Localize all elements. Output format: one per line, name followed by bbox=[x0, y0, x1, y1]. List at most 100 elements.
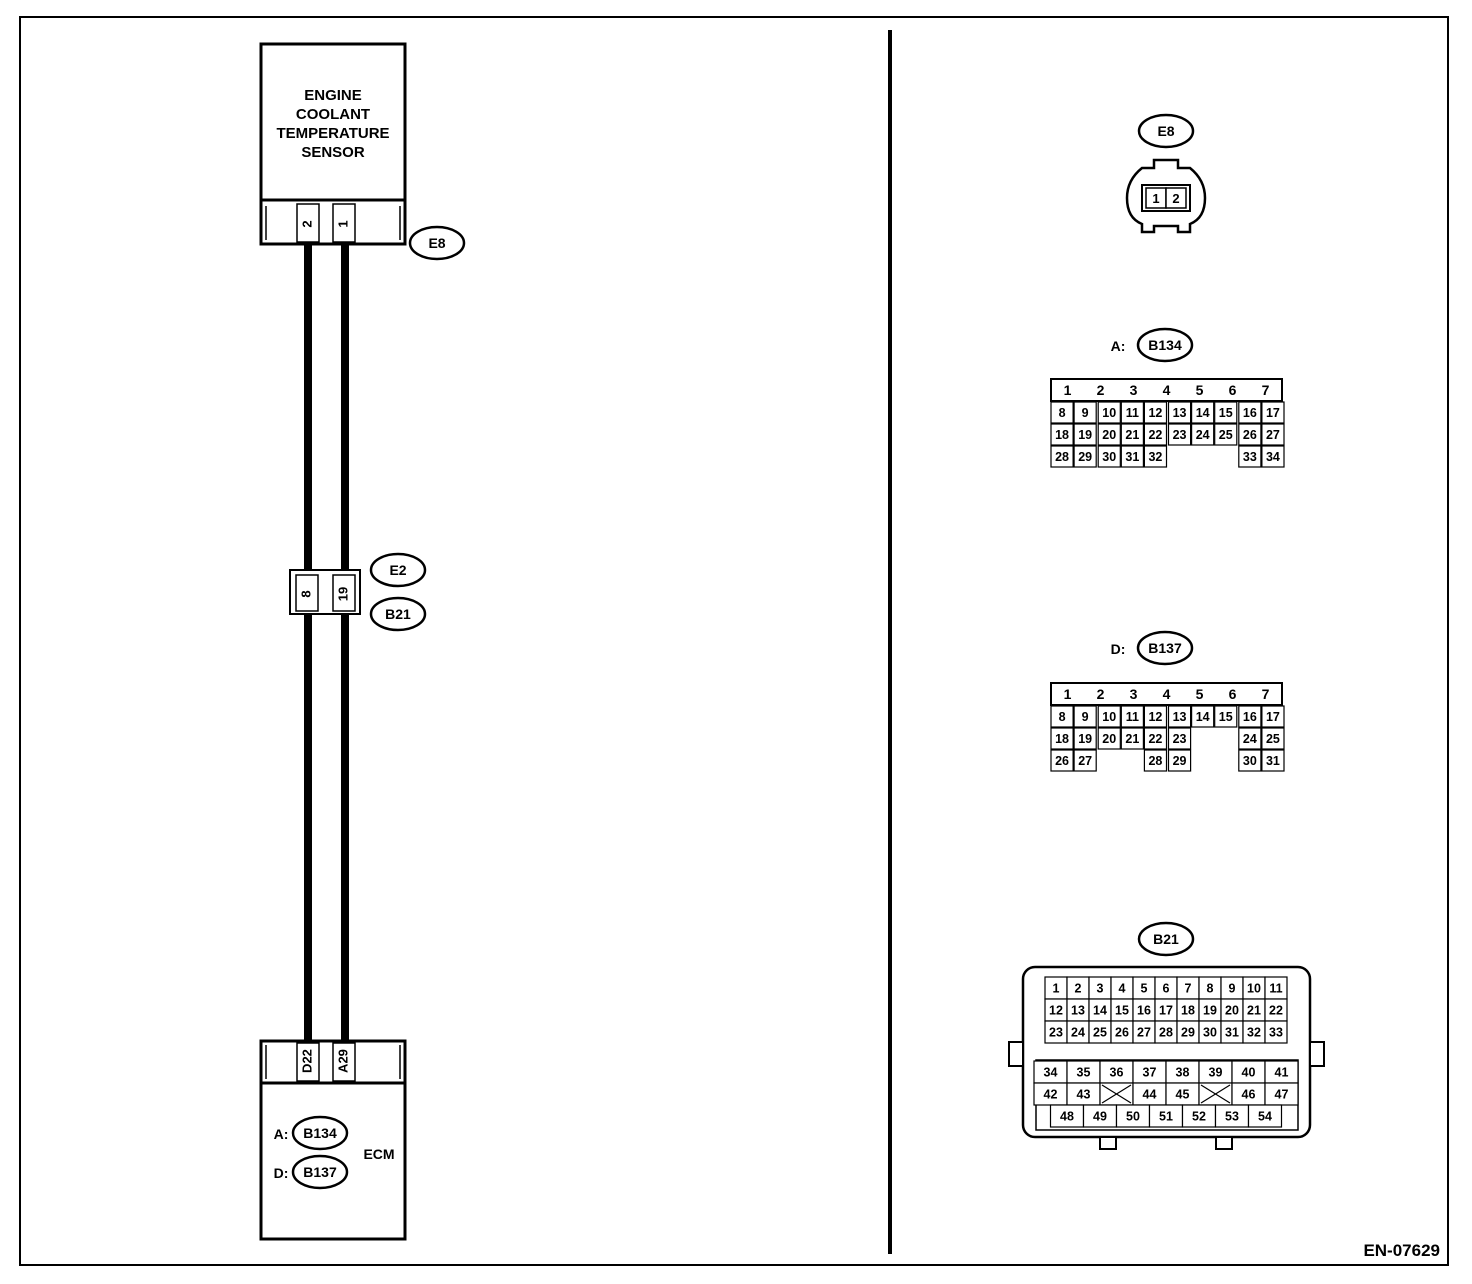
harness-wires bbox=[304, 244, 349, 1042]
pin-19: 19 bbox=[1078, 732, 1092, 746]
pin-46: 46 bbox=[1242, 1088, 1256, 1102]
sensor-pin-box-1 bbox=[332, 203, 356, 243]
pin-15-box bbox=[1214, 401, 1238, 424]
pin-11: 11 bbox=[1269, 982, 1282, 996]
pin-12-box bbox=[1143, 705, 1168, 728]
blocked-cavity-mark bbox=[1200, 1084, 1231, 1104]
ecm-pin-a29: A29 bbox=[335, 1049, 350, 1073]
pin-31: 31 bbox=[1266, 754, 1280, 768]
pin-45: 45 bbox=[1176, 1088, 1190, 1102]
blocked-cavity-mark bbox=[1101, 1084, 1132, 1104]
pin-8-box bbox=[1050, 705, 1074, 728]
sensor-pin-box-2 bbox=[296, 203, 320, 243]
pin-18-box bbox=[1050, 423, 1074, 446]
pin-27-box bbox=[1073, 749, 1097, 772]
pin-12: 12 bbox=[1148, 710, 1162, 724]
e8-view-tag bbox=[1137, 113, 1195, 149]
pin-20-box bbox=[1097, 423, 1121, 446]
pin-28: 28 bbox=[1148, 754, 1162, 768]
pin-1: 1 bbox=[1064, 382, 1072, 398]
pin-30: 30 bbox=[1203, 1026, 1217, 1040]
joint-pin-box-19 bbox=[332, 574, 356, 612]
pin-16: 16 bbox=[1243, 710, 1257, 724]
pin-22-box bbox=[1143, 727, 1168, 750]
pin-11-box bbox=[1120, 401, 1145, 424]
pin-7: 7 bbox=[1185, 982, 1192, 996]
pin-36: 36 bbox=[1110, 1066, 1124, 1080]
pin-31-box bbox=[1120, 445, 1145, 468]
pin-15: 15 bbox=[1219, 406, 1233, 420]
pin-25: 25 bbox=[1093, 1026, 1107, 1040]
pin-53: 53 bbox=[1225, 1110, 1239, 1124]
pin-21-box bbox=[1120, 727, 1145, 750]
ecm-prefix-a: A: bbox=[274, 1126, 289, 1142]
pin-12: 12 bbox=[1148, 406, 1162, 420]
pin-13-box bbox=[1167, 705, 1192, 728]
joint-pin-19: 19 bbox=[335, 587, 350, 601]
pin-11: 11 bbox=[1126, 710, 1139, 724]
wire-a29 bbox=[341, 614, 349, 1042]
pin-7: 7 bbox=[1262, 382, 1270, 398]
pin-10-box bbox=[1097, 401, 1121, 424]
pin-4: 4 bbox=[1163, 382, 1171, 398]
pin-38: 38 bbox=[1176, 1066, 1190, 1080]
pin-29: 29 bbox=[1173, 754, 1187, 768]
pin-29: 29 bbox=[1078, 450, 1092, 464]
pin-17-box bbox=[1261, 705, 1285, 728]
ecm-pin-box-a29 bbox=[332, 1042, 356, 1082]
pin-34: 34 bbox=[1266, 450, 1280, 464]
pin-25: 25 bbox=[1219, 428, 1233, 442]
pin-39: 39 bbox=[1209, 1066, 1223, 1080]
pin-32: 32 bbox=[1247, 1026, 1261, 1040]
pin-52: 52 bbox=[1192, 1110, 1206, 1124]
pin-18: 18 bbox=[1181, 1004, 1195, 1018]
ecm-tag-b134-label: B134 bbox=[303, 1125, 337, 1141]
pin-23-box bbox=[1167, 727, 1192, 750]
e8-connector-view: E8 1 2 bbox=[1125, 113, 1207, 234]
pin-12: 12 bbox=[1049, 1004, 1063, 1018]
sensor-pin-2: 2 bbox=[299, 220, 314, 227]
pin-14: 14 bbox=[1196, 710, 1210, 724]
pin-25: 25 bbox=[1266, 732, 1280, 746]
pin-11-box bbox=[1120, 705, 1145, 728]
pin-19: 19 bbox=[1078, 428, 1092, 442]
pin-34: 34 bbox=[1044, 1066, 1058, 1080]
pin-27: 27 bbox=[1137, 1026, 1151, 1040]
pin-35: 35 bbox=[1077, 1066, 1091, 1080]
pin-13: 13 bbox=[1071, 1004, 1085, 1018]
joint-pin-8: 8 bbox=[298, 590, 313, 597]
b137-tag-label: B137 bbox=[1148, 640, 1182, 656]
pin-17: 17 bbox=[1159, 1004, 1173, 1018]
pin-8: 8 bbox=[1059, 710, 1066, 724]
pin-8-box bbox=[1050, 401, 1074, 424]
pin-5: 5 bbox=[1141, 982, 1148, 996]
pin-7: 7 bbox=[1262, 686, 1270, 702]
pin-16-box bbox=[1238, 401, 1262, 424]
pin-49: 49 bbox=[1093, 1110, 1107, 1124]
b134-prefix: A: bbox=[1111, 338, 1126, 354]
pin-9-box bbox=[1073, 705, 1097, 728]
pin-26: 26 bbox=[1055, 754, 1069, 768]
pin-18-box bbox=[1050, 727, 1074, 750]
pin-44: 44 bbox=[1143, 1088, 1157, 1102]
ecm-module: D22 A29 A: B134 D: B137 ECM bbox=[259, 1039, 407, 1241]
pin-9: 9 bbox=[1229, 982, 1236, 996]
b134-tag bbox=[1136, 327, 1194, 363]
pin-28-box bbox=[1143, 749, 1168, 772]
pin-8: 8 bbox=[1207, 982, 1214, 996]
pin-22: 22 bbox=[1148, 428, 1162, 442]
pin-16: 16 bbox=[1137, 1004, 1151, 1018]
pin-13: 13 bbox=[1173, 710, 1187, 724]
pin-33-box bbox=[1238, 445, 1262, 468]
ecm-prefix-d: D: bbox=[274, 1165, 289, 1181]
pin-15: 15 bbox=[1115, 1004, 1129, 1018]
pin-54-box bbox=[1247, 1104, 1283, 1128]
pin-26: 26 bbox=[1243, 428, 1257, 442]
pin-54: 54 bbox=[1258, 1110, 1272, 1124]
pin-16-box bbox=[1238, 705, 1262, 728]
joint-connector: 8 19 bbox=[289, 569, 361, 615]
